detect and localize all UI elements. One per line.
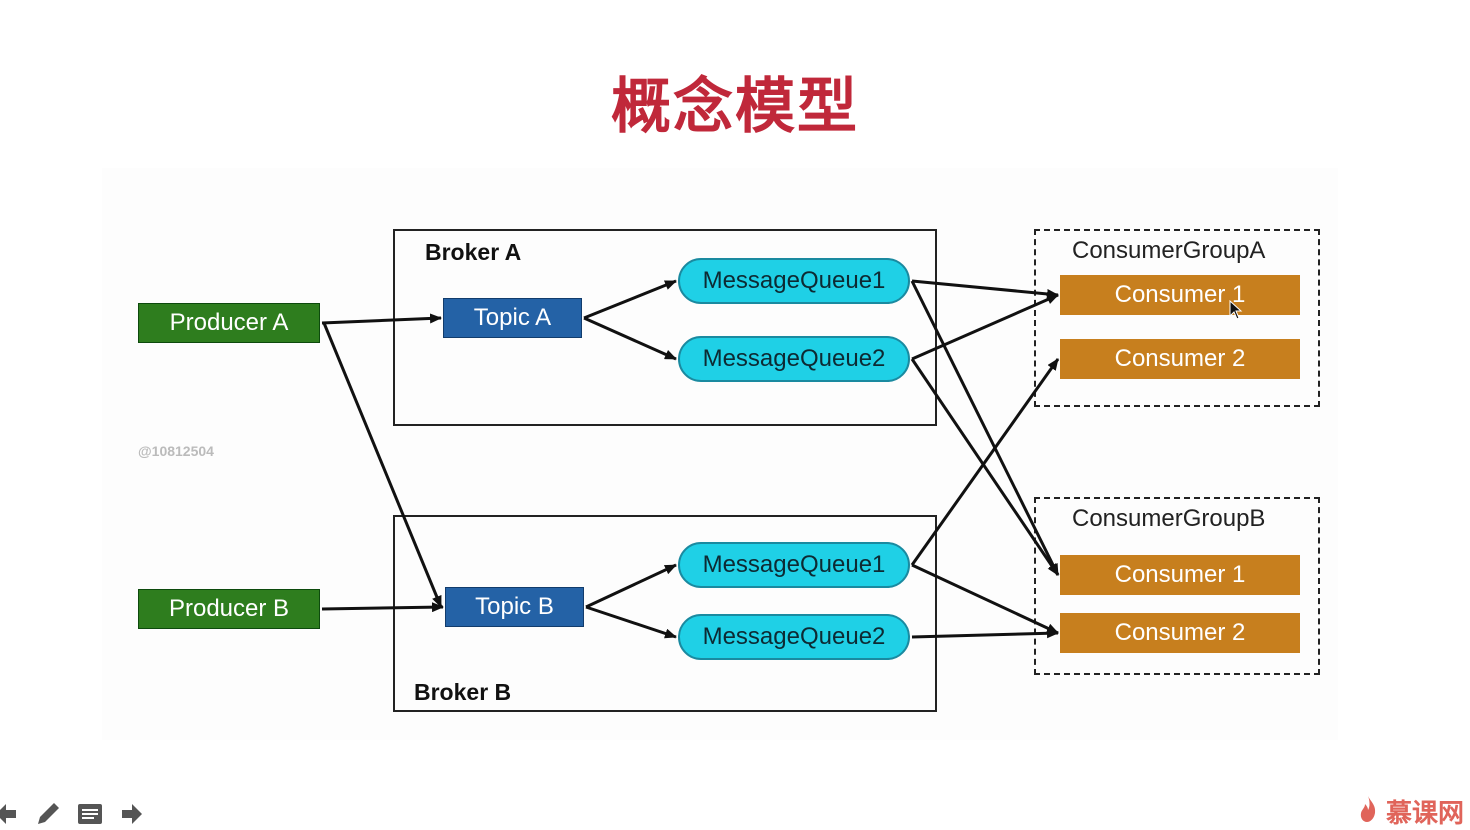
broker-a-messagequeue2: MessageQueue2: [678, 336, 910, 382]
group-b-consumer-1: Consumer 1: [1060, 555, 1300, 595]
edge-producer-b-to-topic-b: [321, 602, 444, 613]
consumer-group-a-box: [1034, 229, 1320, 407]
mouse-cursor-icon: [1229, 300, 1243, 320]
topic-a-node: Topic A: [443, 298, 582, 338]
group-a-consumer-2: Consumer 2: [1060, 339, 1300, 379]
watermark-id: @10812504: [138, 443, 214, 459]
consumer-group-b-box: [1034, 497, 1320, 675]
broker-a-label: Broker A: [425, 239, 522, 265]
flame-logo-icon: [1360, 796, 1376, 822]
group-a-consumer-1: Consumer 1: [1060, 275, 1300, 315]
producer-b-node: Producer B: [138, 589, 320, 629]
group-b-consumer-2: Consumer 2: [1060, 613, 1300, 653]
broker-b-messagequeue2: MessageQueue2: [678, 614, 910, 660]
edge-b-mq2-to-gb-c2: [911, 628, 1059, 639]
consumer-group-b-label: ConsumerGroupB: [1072, 505, 1266, 532]
edge-topic-a-to-a-mq1: [583, 279, 677, 320]
broker-b-messagequeue1: MessageQueue1: [678, 542, 910, 588]
slide-title: 概念模型: [611, 72, 859, 142]
arrow-right-icon[interactable]: [118, 800, 146, 828]
edge-topic-b-to-b-mq2: [585, 605, 677, 639]
arrow-left-icon[interactable]: [0, 800, 20, 828]
consumer-group-a-label: ConsumerGroupA: [1072, 237, 1266, 264]
brand-logo-text: 慕课网: [1385, 798, 1464, 828]
edge-producer-a-to-topic-b: [322, 322, 443, 608]
notes-icon[interactable]: [76, 800, 104, 828]
edge-a-mq2-to-gb-c1: [910, 358, 1060, 576]
edge-a-mq1-to-ga-c1: [911, 279, 1059, 299]
broker-b-label: Broker B: [414, 679, 512, 705]
edge-producer-a-to-topic-a: [321, 313, 442, 325]
topic-b-node: Topic B: [445, 587, 584, 627]
producer-a-node: Producer A: [138, 303, 320, 343]
edge-b-mq1-to-ga-c2: [910, 358, 1060, 566]
edge-a-mq2-to-ga-c1: [911, 293, 1059, 361]
edge-b-mq1-to-gb-c2: [911, 563, 1059, 635]
edge-topic-a-to-a-mq2: [583, 316, 677, 361]
edge-topic-b-to-b-mq1: [585, 563, 677, 609]
presentation-toolbar: [0, 800, 160, 828]
broker-a-messagequeue1: MessageQueue1: [678, 258, 910, 304]
edge-a-mq1-to-gb-c1: [910, 280, 1060, 576]
broker-b-box: [393, 515, 937, 712]
pencil-icon[interactable]: [34, 800, 62, 828]
